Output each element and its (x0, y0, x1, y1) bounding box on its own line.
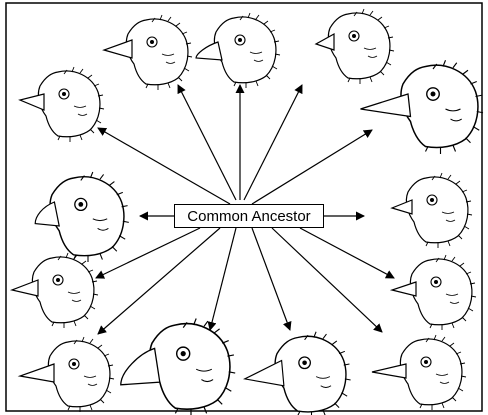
arrow-upper-left (97, 127, 231, 205)
finch-head-middle-left (34, 171, 130, 263)
arrow-bottom-3 (251, 227, 292, 331)
finch-head-top-center (195, 12, 281, 89)
finch-head-middle-right (390, 172, 473, 249)
finch-head-bottom-3 (242, 331, 352, 415)
finch-head-upper-left (18, 66, 105, 143)
arrows (95, 84, 395, 335)
arrow-lower-right (299, 227, 395, 279)
arrow-bottom-4 (271, 227, 383, 333)
finch-head-lower-left (9, 252, 99, 329)
finch-head-bottom-2 (120, 317, 236, 415)
finch-head-top-left (102, 14, 193, 91)
arrow-top-left (177, 84, 237, 201)
finch-head-bottom-1 (17, 336, 115, 413)
finch-head-bottom-4 (371, 334, 467, 411)
common-ancestor-text: Common Ancestor (187, 207, 311, 225)
finch-head-top-right (314, 8, 395, 85)
arrow-upper-right (251, 129, 373, 205)
common-ancestor-label: Common Ancestor (174, 204, 324, 228)
arrow-bottom-1 (97, 227, 221, 335)
finch-head-lower-right (389, 254, 477, 331)
finch-head-upper-right (360, 59, 484, 155)
diagram-frame (5, 2, 483, 412)
arrow-top-right (243, 84, 303, 201)
arrow-bottom-2 (207, 227, 237, 331)
arrow-lower-left (95, 227, 201, 279)
